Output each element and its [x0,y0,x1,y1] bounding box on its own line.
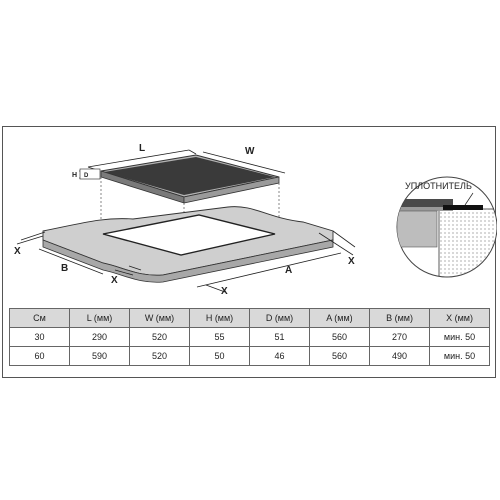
seal-hob-body [397,210,438,248]
table-cell: 270 [369,327,430,347]
countertop [42,206,334,283]
table-cell: 46 [249,346,310,366]
seal-hob-glass [397,199,453,207]
table-cell: 590 [69,346,130,366]
table-row: 60 590 520 50 46 560 490 мин. 50 [9,346,490,366]
table-header-cell: H (мм) [189,308,250,328]
dimension-x-right [318,230,356,256]
seal-detail [396,176,497,278]
table-header-cell: D (мм) [249,308,310,328]
table-cell: 50 [189,346,250,366]
table-cell: 60 [9,346,70,366]
dimension-h-d [79,168,101,180]
dimension-x-bottom-left [114,265,142,276]
table-cell: 51 [249,327,310,347]
table-cell: мин. 50 [429,327,490,347]
installation-diagram: L W H D X [14,143,497,297]
table-header-row: См L (мм) W (мм) H (мм) D (мм) A (мм) B … [9,308,490,328]
table-header-cell: W (мм) [129,308,190,328]
table-cell: 560 [309,327,370,347]
hob [100,154,280,204]
label-x-bottom-left: X [111,275,118,286]
label-x-bottom: X [221,286,228,297]
label-x-left: X [14,246,21,257]
label-w: W [245,146,255,157]
label-l: L [139,143,145,154]
diagram-frame: L W H D X [2,126,497,378]
dimension-b [38,248,104,275]
label-a: A [285,265,292,276]
dimension-x-bottom [205,284,226,293]
table-cell: 55 [189,327,250,347]
table-header-cell: A (мм) [309,308,370,328]
label-h: H [72,172,77,179]
dimension-x-left [16,231,46,245]
table-header-cell: B (мм) [369,308,430,328]
table-header-cell: См [9,308,70,328]
seal-label: УПЛОТНИТЕЛЬ [405,181,472,191]
table-cell: 520 [129,327,190,347]
table-cell: мин. 50 [429,346,490,366]
table-cell: 490 [369,346,430,366]
label-b: B [61,263,68,274]
countertop-front-edge [42,239,334,283]
countertop-cutout [102,214,276,256]
seal-hob-frame [397,207,453,211]
dimension-a [196,252,342,288]
table-row: 30 290 520 55 51 560 270 мин. 50 [9,327,490,347]
table-cell: 520 [129,346,190,366]
seal-strip [443,205,483,210]
seal-countertop-section [438,208,497,277]
table-cell: 560 [309,346,370,366]
hob-glass [104,157,275,195]
label-d: D [84,173,89,179]
table-header-cell: X (мм) [429,308,490,328]
table-cell: 290 [69,327,130,347]
spec-table: См L (мм) W (мм) H (мм) D (мм) A (мм) B … [9,308,490,366]
seal-label-leader [464,192,474,206]
label-x-right: X [348,256,355,267]
table-header-cell: L (мм) [69,308,130,328]
table-cell: 30 [9,327,70,347]
dimension-w [202,151,286,174]
